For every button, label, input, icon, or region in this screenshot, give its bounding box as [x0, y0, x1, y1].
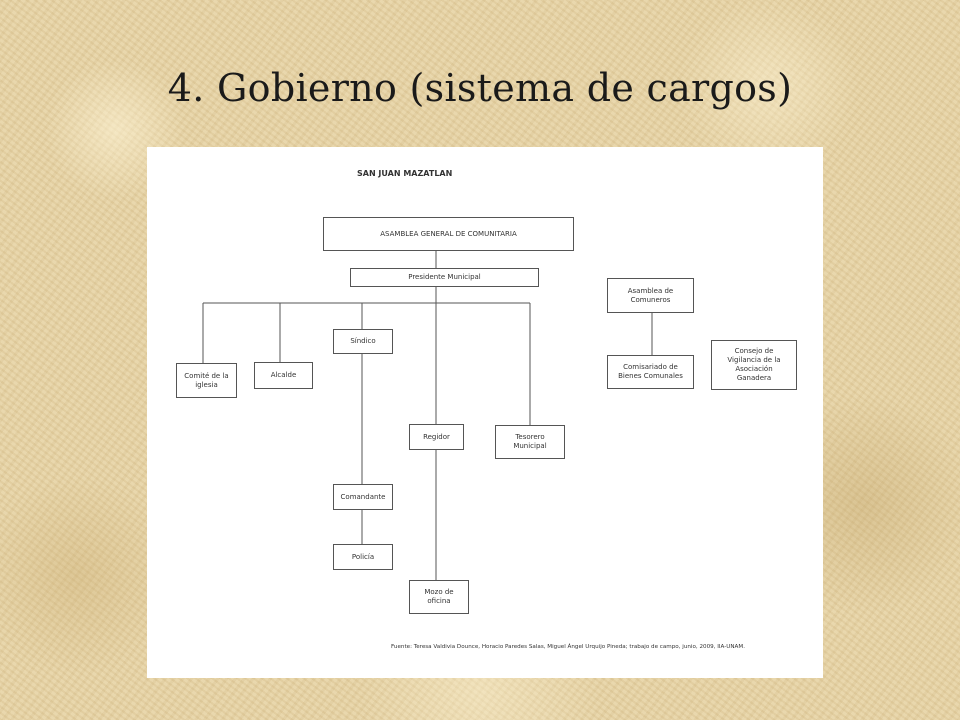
node-alcalde: Alcalde [254, 362, 313, 389]
slide-title: 4. Gobierno (sistema de cargos) [167, 66, 793, 110]
node-asamblea-general: ASAMBLEA GENERAL DE COMUNITARIA [323, 217, 574, 251]
node-consejo-vigilancia: Consejo de Vigilancia de la Asociación G… [711, 340, 797, 390]
node-asamblea-comuneros: Asamblea de Comuneros [607, 278, 694, 313]
node-mozo-oficina: Mozo de oficina [409, 580, 469, 614]
org-chart-title: SAN JUAN MAZATLAN [357, 169, 453, 178]
node-comandante: Comandante [333, 484, 393, 510]
org-chart-image: SAN JUAN MAZATLAN ASAMBLEA GENERAL DE CO… [147, 147, 823, 678]
org-chart-connectors [202, 251, 653, 580]
org-chart-source: Fuente: Teresa Valdivia Dounce, Horacio … [391, 644, 745, 650]
node-regidor: Regidor [409, 424, 464, 450]
node-tesorero-municipal: Tesorero Municipal [495, 425, 565, 459]
node-sindico: Síndico [333, 329, 393, 354]
node-comite-iglesia: Comité de la iglesia [176, 363, 237, 398]
node-policia: Policía [333, 544, 393, 570]
node-comisariado-bienes-comunales: Comisariado de Bienes Comunales [607, 355, 694, 389]
node-presidente-municipal: Presidente Municipal [350, 268, 539, 287]
